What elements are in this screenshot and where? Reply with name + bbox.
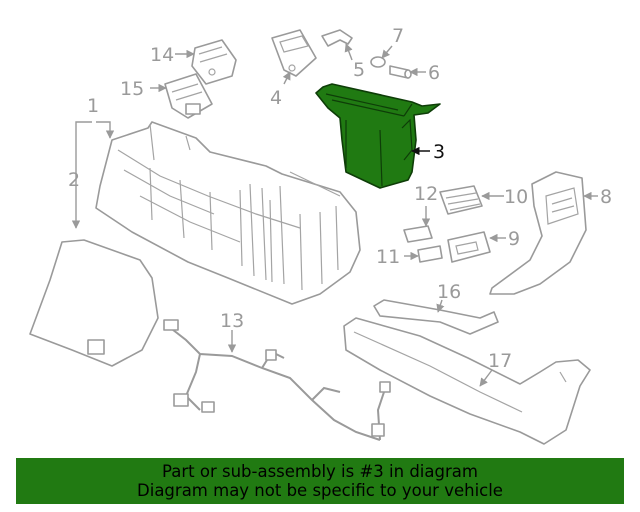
- callout-label-10: 10: [504, 186, 528, 208]
- part-2-side-panel: [29, 239, 159, 367]
- callout-label-15: 15: [120, 78, 144, 100]
- callout-leaders: [71, 43, 598, 387]
- callout-label-7: 7: [392, 25, 404, 47]
- part-14-module: [191, 39, 237, 85]
- callout-label-14: 14: [150, 44, 174, 66]
- callout-label-5: 5: [353, 59, 365, 81]
- part-8-trim-plate: [489, 171, 587, 295]
- callout-label-6: 6: [428, 62, 440, 84]
- part-3-storage-bin: [315, 83, 441, 189]
- callout-label-17: 17: [488, 350, 512, 372]
- callout-label-11: 11: [376, 246, 400, 268]
- callout-label-3: 3: [433, 141, 445, 163]
- part-10-vent: [439, 185, 483, 215]
- part-12-switch: [403, 225, 433, 243]
- part-7-nut: [370, 56, 386, 68]
- callout-label-1: 1: [87, 95, 99, 117]
- info-banner: Part or sub-assembly is #3 in diagram Di…: [16, 458, 624, 504]
- part-4-bracket: [271, 29, 317, 77]
- callout-label-4: 4: [270, 87, 282, 109]
- callout-label-8: 8: [600, 186, 612, 208]
- callout-label-2: 2: [68, 169, 80, 191]
- callout-label-9: 9: [508, 228, 520, 250]
- part-13-wiring-harness: [163, 319, 391, 441]
- callout-label-13: 13: [220, 310, 244, 332]
- part-1-console-body: [95, 121, 361, 305]
- parts-diagram: 1 2 3 4 5 6 7 8 9 10 11 12 13 14 15 16 1…: [29, 25, 612, 445]
- part-15-module: [164, 73, 213, 119]
- callout-label-16: 16: [437, 281, 461, 303]
- part-17-duct: [343, 317, 591, 445]
- callout-label-12: 12: [414, 183, 438, 205]
- banner-line-2: Diagram may not be specific to your vehi…: [137, 481, 503, 500]
- banner-line-1: Part or sub-assembly is #3 in diagram: [162, 462, 478, 481]
- part-6-bolt: [389, 65, 412, 79]
- part-5-clip: [321, 29, 353, 47]
- part-16-duct: [373, 299, 499, 335]
- part-11-switch: [417, 245, 443, 263]
- part-9-switch-panel: [447, 231, 491, 263]
